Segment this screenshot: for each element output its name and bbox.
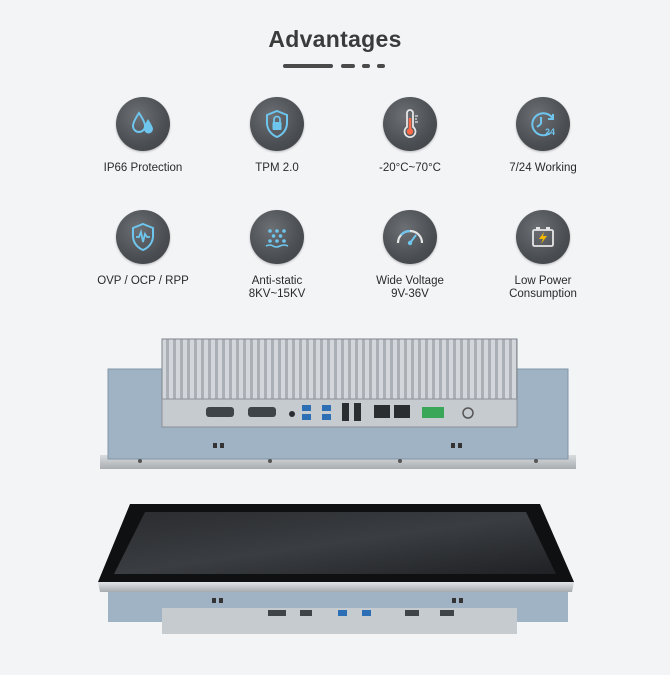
feature-tpm: TPM 2.0: [207, 97, 347, 175]
water-drops-icon: [116, 97, 170, 151]
feature-label: Anti-static 8KV~15KV: [248, 275, 306, 300]
feature-label: IP66 Protection: [103, 162, 183, 174]
feature-label: Wide Voltage 9V-36V: [376, 275, 444, 300]
feature-anti-static: Anti-static 8KV~15KV: [207, 210, 347, 301]
feature-label: 7/24 Working: [509, 162, 577, 174]
page-title: Advantages: [268, 26, 402, 52]
title-underline: [0, 64, 670, 68]
thermometer-icon: [383, 97, 437, 151]
svg-text:24: 24: [545, 127, 555, 137]
feature-label: TPM 2.0: [255, 162, 299, 174]
clock-24-icon: 24: [516, 97, 570, 151]
battery-icon: [516, 210, 570, 264]
feature-wide-voltage: Wide Voltage 9V-36V: [340, 210, 480, 301]
shield-wave-icon: [116, 210, 170, 264]
feature-label: OVP / OCP / RPP: [97, 275, 189, 287]
feature-label: -20°C~70°C: [379, 162, 441, 174]
feature-protection: OVP / OCP / RPP: [73, 210, 213, 288]
gauge-icon: [383, 210, 437, 264]
product-rear-view: [0, 335, 670, 485]
shield-lock-icon: [250, 97, 304, 151]
product-front-view: [0, 500, 670, 670]
anti-static-icon: [250, 210, 304, 264]
feature-24-7: 24 7/24 Working: [473, 97, 613, 175]
feature-label: Low Power Consumption: [509, 275, 577, 300]
feature-ip66: IP66 Protection: [73, 97, 213, 175]
feature-temperature: -20°C~70°C: [340, 97, 480, 175]
feature-low-power: Low Power Consumption: [473, 210, 613, 301]
